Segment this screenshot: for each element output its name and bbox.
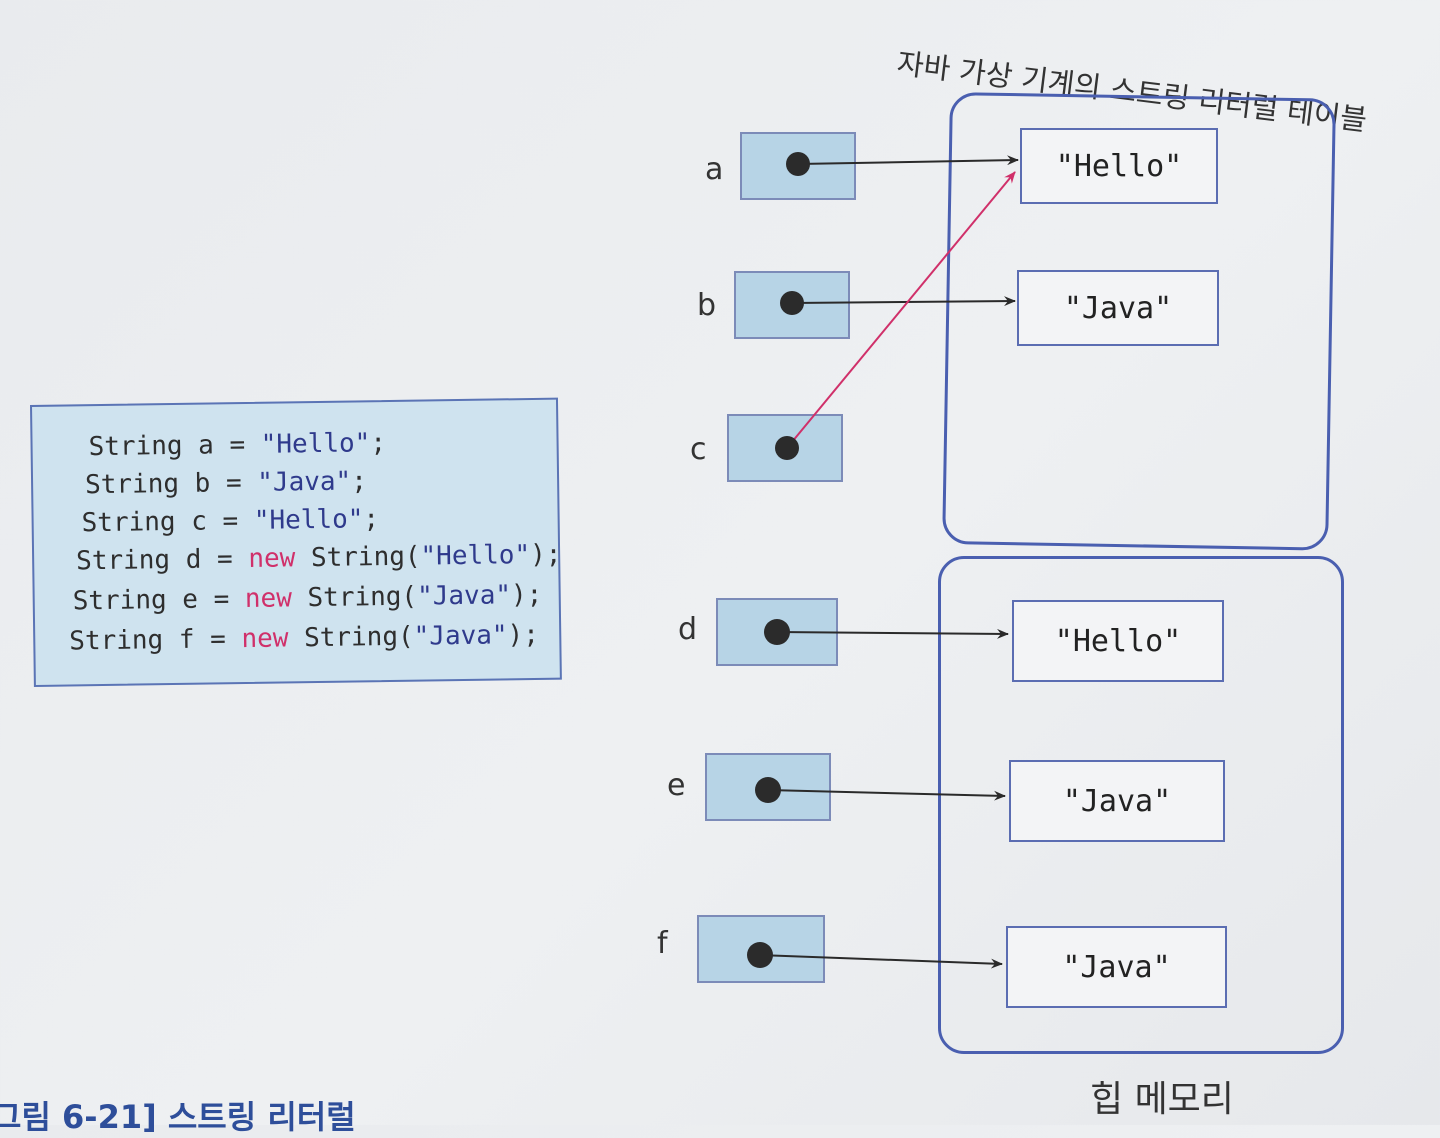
pointer-dot-b	[780, 291, 804, 315]
heap-string-hello: "Hello"	[1012, 600, 1224, 682]
pointer-dot-e	[755, 777, 781, 803]
variable-label-a: a	[705, 152, 724, 187]
variable-label-c: c	[690, 432, 707, 467]
variable-label-b: b	[697, 288, 717, 323]
arrow-b-to-literal-java	[791, 296, 1016, 307]
pointer-dot-f	[747, 942, 773, 968]
pointer-dot-c	[775, 436, 799, 460]
variable-label-e: e	[667, 768, 686, 803]
literal-string-hello: "Hello"	[1020, 128, 1218, 204]
reference-box-e	[705, 753, 831, 821]
heap-string-java-e: "Java"	[1009, 760, 1225, 842]
heap-string-java-f: "Java"	[1006, 926, 1227, 1008]
arrow-d-to-heap-hello	[776, 628, 1009, 639]
arrow-a-to-literal-hello	[797, 155, 1019, 166]
pointer-dot-d	[764, 619, 790, 645]
variable-label-d: d	[678, 612, 698, 647]
pointer-dot-a	[786, 152, 810, 176]
arrow-f-to-heap-java	[759, 954, 1003, 969]
heap-memory-title: 힙 메모리	[1090, 1079, 1234, 1120]
literal-string-java: "Java"	[1017, 270, 1219, 346]
arrow-c-to-literal-hello	[786, 171, 1016, 449]
figure-caption-fragment: 그림 6-21] 스트링 리터럴	[0, 1098, 356, 1136]
heap-memory-region	[938, 556, 1344, 1054]
arrow-e-to-heap-java	[767, 789, 1006, 801]
variable-label-f: f	[657, 926, 668, 961]
